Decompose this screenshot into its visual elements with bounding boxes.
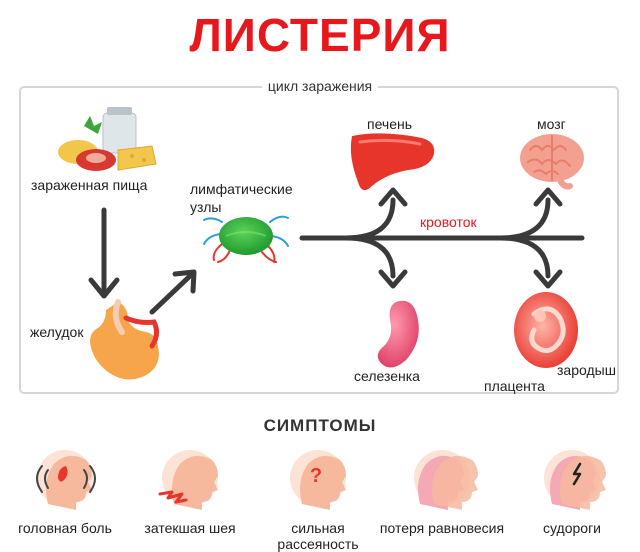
svg-text:?: ? — [310, 465, 322, 487]
liver-icon — [350, 133, 435, 191]
label-placenta: плацента — [484, 378, 545, 394]
symptom-label-balance-loss: потеря равновесия — [379, 520, 505, 536]
confusion-icon: ? — [290, 450, 346, 510]
label-liver: печень — [367, 116, 413, 132]
label-brain: мозг — [537, 116, 566, 132]
stomach-icon — [90, 299, 160, 380]
arrow-to-spleen — [343, 235, 396, 279]
flow-arrows — [88, 187, 585, 315]
food-icon — [58, 107, 157, 171]
seizure-icon — [544, 450, 606, 510]
label-bloodstream: кровоток — [420, 214, 477, 230]
arrow-stomach-lymph — [149, 271, 195, 315]
arrow-to-brain — [497, 197, 551, 241]
symptom-label-seizures: судороги — [543, 520, 601, 536]
balance-loss-icon — [414, 450, 478, 510]
label-food: зараженная пища — [31, 177, 148, 193]
arrow-to-liver-head — [378, 187, 408, 207]
symptoms-title: СИМПТОМЫ — [263, 416, 377, 435]
stiff-neck-icon — [158, 450, 218, 510]
lymph-node-icon — [203, 215, 289, 263]
brain-icon — [520, 134, 584, 190]
label-spleen: селезенка — [354, 368, 420, 384]
arrow-food-stomach-head — [88, 277, 120, 299]
cycle-label: цикл заражения — [0, 78, 640, 94]
spleen-icon — [377, 300, 419, 368]
symptom-label-stiff-neck: затекшая шея — [144, 520, 236, 536]
label-fetus: зародыш — [557, 362, 616, 378]
arrow-stomach-lymph-head — [172, 269, 197, 294]
page-title: ЛИСТЕРИЯ — [189, 9, 451, 61]
headache-icon — [36, 450, 96, 510]
symptom-label-confusion: сильная рассеяность — [277, 520, 359, 552]
fetus-icon — [514, 292, 578, 368]
label-lymph-nodes: лимфатические узлы — [190, 181, 293, 215]
symptom-label-headache: головная боль — [18, 520, 112, 536]
label-stomach: желудок — [30, 324, 84, 340]
arrow-to-liver — [343, 197, 396, 241]
arrow-to-placenta-head — [533, 269, 563, 289]
arrow-to-placenta — [497, 235, 551, 279]
arrow-to-spleen-head — [378, 269, 408, 289]
arrow-to-brain-head — [533, 187, 563, 207]
